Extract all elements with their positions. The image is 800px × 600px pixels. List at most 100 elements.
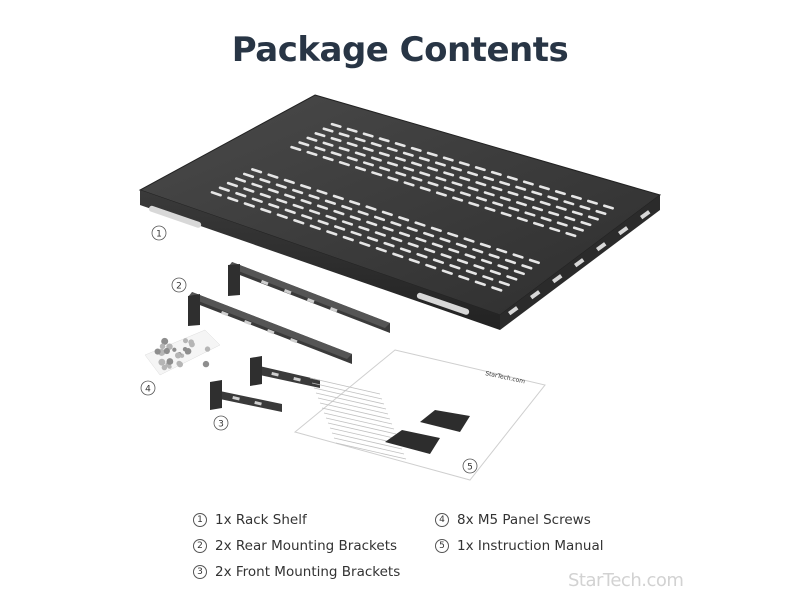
vent-slot	[338, 132, 350, 138]
vent-slot	[290, 145, 302, 152]
screw	[185, 350, 190, 355]
vent-slot	[414, 221, 426, 227]
vent-slot	[322, 155, 334, 162]
vent-slot	[565, 231, 577, 238]
vent-slot	[403, 181, 415, 187]
vent-slot	[366, 220, 378, 227]
vent-slot	[448, 247, 460, 254]
brand-watermark: StarTech.com	[568, 570, 684, 591]
vent-slot	[423, 231, 435, 238]
vent-slot	[488, 253, 500, 259]
screw	[159, 343, 166, 349]
vent-slot	[515, 201, 527, 207]
vent-slot	[483, 191, 495, 197]
screw	[182, 338, 189, 344]
vent-slot	[480, 258, 493, 265]
vent-slot	[418, 156, 430, 162]
vent-slot	[300, 184, 312, 190]
vent-slot	[349, 215, 361, 221]
vent-slot	[580, 220, 592, 227]
svg-text:4: 4	[145, 385, 151, 395]
vent-slot	[430, 226, 442, 233]
vent-slot	[251, 168, 263, 174]
screw	[174, 352, 182, 359]
vent-slot	[260, 207, 272, 214]
vent-slot	[515, 185, 527, 191]
vent-slot	[365, 205, 377, 211]
vent-slot	[521, 264, 533, 270]
vent-slot	[539, 200, 551, 206]
vent-slot	[374, 231, 386, 237]
vent-slot	[362, 132, 374, 138]
vent-slot	[506, 175, 518, 181]
vent-slot	[350, 230, 362, 237]
svg-text:3: 3	[218, 420, 224, 430]
vent-slot	[538, 185, 550, 191]
vent-slot	[362, 146, 374, 152]
vent-slot	[332, 194, 344, 201]
vent-slot	[234, 177, 247, 183]
legend-number: 2	[193, 539, 207, 553]
vent-slot	[276, 198, 288, 204]
vent-slot	[499, 196, 511, 202]
vent-slot	[427, 166, 439, 172]
vent-slot	[449, 264, 461, 270]
vent-slot	[324, 199, 336, 205]
vent-slot	[334, 225, 346, 231]
legend-label: 1x Rack Shelf	[215, 512, 307, 528]
vent-slot	[468, 201, 480, 207]
page-title: Package Contents	[231, 30, 569, 70]
vent-slot	[359, 241, 371, 247]
vent-slot	[226, 181, 238, 188]
vent-slot	[587, 215, 599, 221]
vent-slot	[390, 221, 402, 227]
manual-text-line	[335, 442, 407, 460]
vent-slot	[275, 183, 287, 189]
rack-shelf-image	[138, 94, 662, 330]
vent-slot	[322, 127, 334, 133]
legend-label: 2x Rear Mounting Brackets	[215, 538, 398, 554]
vent-slot	[435, 176, 447, 182]
vent-slot	[531, 190, 543, 196]
manual-text-line	[309, 377, 381, 395]
vent-slot	[316, 189, 328, 195]
screw	[172, 347, 177, 352]
vent-slot	[346, 156, 358, 162]
callout-2: 2	[171, 277, 187, 293]
legend-item-rear-brackets: 2 2x Rear Mounting Brackets	[193, 538, 397, 554]
vent-slot	[333, 209, 345, 216]
vent-slot	[243, 187, 255, 193]
vent-slot	[330, 136, 342, 143]
legend-label: 1x Instruction Manual	[457, 538, 604, 554]
vent-slot	[394, 142, 406, 148]
vent-slot	[395, 171, 407, 177]
vent-slot	[354, 151, 366, 157]
callout-1: 1	[151, 225, 167, 241]
vent-slot	[314, 146, 326, 152]
vent-slot	[522, 180, 534, 186]
vent-slot	[309, 224, 321, 231]
vent-slot	[370, 156, 382, 162]
vent-slot	[491, 186, 503, 192]
vent-slot	[301, 214, 313, 220]
vent-slot	[512, 253, 524, 259]
legend-number: 3	[193, 565, 207, 579]
vent-slot	[498, 280, 510, 287]
vent-slot	[411, 161, 422, 167]
screw	[204, 346, 211, 352]
legend-label: 8x M5 Panel Screws	[457, 512, 591, 528]
manual-text-line	[323, 412, 395, 430]
vent-slot	[572, 226, 584, 232]
manual-text-line	[331, 432, 403, 450]
vent-slot	[375, 246, 387, 253]
screw	[202, 360, 210, 368]
vent-slot	[235, 191, 247, 198]
vent-slot	[463, 237, 475, 243]
vent-slot	[451, 181, 463, 187]
manual-text-line	[325, 417, 397, 435]
vent-slot	[447, 232, 459, 238]
vent-slot	[284, 193, 296, 199]
vent-slot	[259, 192, 271, 199]
screw	[177, 361, 184, 368]
vent-slot	[410, 146, 422, 152]
